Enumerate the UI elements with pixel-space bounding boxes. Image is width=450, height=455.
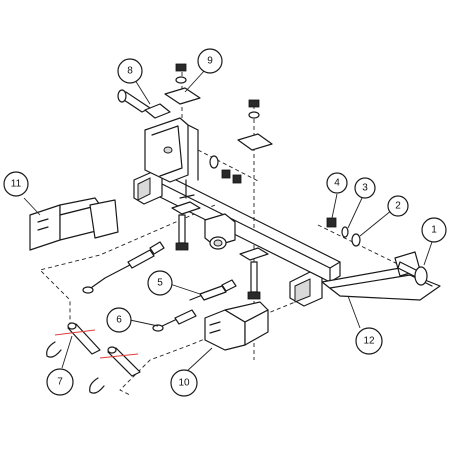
callout-label-8: 8: [127, 66, 133, 77]
callout-1: 1: [421, 217, 447, 243]
callout-label-7: 7: [57, 377, 63, 388]
washer-axis: [197, 149, 261, 183]
callout-9: 9: [197, 48, 223, 74]
callout-label-12: 12: [363, 336, 375, 347]
hardware-axis-right: [317, 224, 411, 271]
hitch-pin-upper: [46, 322, 101, 358]
safety-cable-6: [152, 309, 197, 332]
receiver-bracket-11: [29, 197, 119, 251]
washer-top-left: [175, 76, 187, 84]
callout-label-11: 11: [11, 179, 22, 190]
lock-washer-3: [341, 226, 349, 238]
center-plate-right: [239, 247, 269, 261]
callout-2: 2: [387, 195, 409, 217]
mount-plate-9: [164, 87, 201, 105]
hitch-pin-lower: [89, 346, 141, 394]
main-crossbar-tube: [149, 177, 331, 283]
cable-guide-lower: [119, 299, 301, 396]
callout-10: 10: [170, 369, 198, 397]
callout-7: 7: [46, 368, 74, 396]
nut-4: [326, 217, 337, 228]
safety-cable-5: [189, 279, 237, 301]
callout-label-3: 3: [362, 183, 368, 194]
callout-12: 12: [355, 327, 383, 355]
callout-label-6: 6: [116, 315, 122, 326]
cable-guide-upper: [39, 204, 216, 330]
mount-plate-right: [237, 133, 273, 151]
receiver-bracket-10: [204, 301, 269, 351]
lower-bolts: [175, 214, 261, 300]
callout-leaders: [23, 69, 433, 373]
callout-11: 11: [3, 171, 29, 197]
lower-bolt-right: [250, 261, 258, 293]
callout-label-2: 2: [395, 201, 401, 212]
callout-6: 6: [106, 307, 132, 333]
callout-label-5: 5: [157, 278, 163, 289]
lower-bolt-left: [178, 214, 186, 244]
callout-4: 4: [326, 172, 348, 194]
callout-label-9: 9: [207, 56, 213, 67]
right-hardware-set: [326, 217, 428, 286]
main-frame-assembly: [133, 117, 441, 307]
upper-bolt-stack-right: [237, 99, 273, 151]
callout-5: 5: [147, 270, 173, 296]
nut-top-left: [175, 63, 187, 72]
callout-label-1: 1: [431, 225, 437, 236]
upper-bolt-stack-left: [164, 63, 201, 105]
callout-3: 3: [354, 177, 376, 199]
safety-cable-upper: [82, 241, 165, 294]
carriage-bolt-8: [117, 89, 171, 119]
callout-label-4: 4: [334, 178, 340, 189]
bolt-plate-8: [144, 103, 171, 119]
mid-washer-set: [209, 155, 242, 184]
flat-washer-2: [351, 233, 361, 247]
bolt-1-head: [414, 266, 428, 286]
nut-top-right: [248, 99, 260, 108]
center-plate-left: [171, 201, 201, 215]
callout-label-10: 10: [178, 378, 190, 389]
callout-8: 8: [117, 58, 143, 84]
